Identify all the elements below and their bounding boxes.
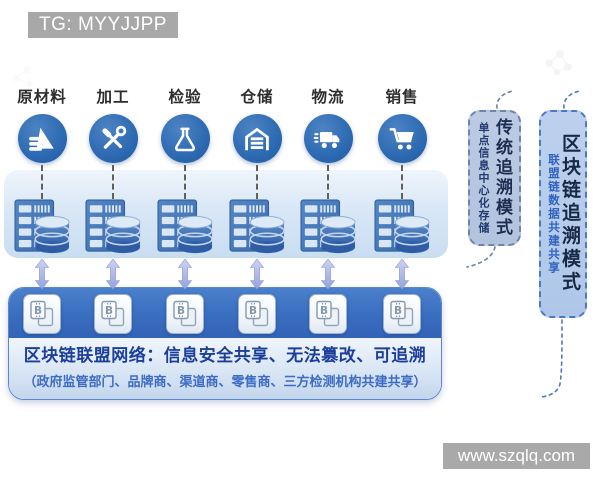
inspection-icon (174, 127, 196, 151)
stage-circle (160, 114, 210, 163)
double-arrow-icon (321, 259, 335, 289)
stage-column-warehouse: 仓储 (222, 88, 292, 334)
stage-column-logistics: 物流 (293, 88, 363, 334)
processing-icon (102, 125, 127, 149)
warehouse-icon (245, 127, 269, 150)
stage-circle (303, 114, 353, 163)
mode-blockchain-bar: 区块链追溯模式 联盟链数据共建共享 (539, 110, 587, 318)
double-arrow-icon (106, 259, 120, 289)
mode-traditional-description: 单点信息中心化存储 (477, 121, 489, 235)
stage-label: 加工 (96, 89, 130, 106)
stage-column-sales: 销售 (367, 88, 437, 334)
double-arrow-icon (35, 259, 49, 289)
stage-circle (17, 114, 67, 163)
dashed-connector (184, 165, 186, 199)
blockchain-block-icon (309, 294, 347, 334)
stage-label: 仓储 (240, 89, 274, 106)
server-database-icon (299, 199, 357, 255)
dashed-connector (41, 165, 43, 199)
server-database-icon (228, 199, 286, 255)
stage-circle (88, 114, 138, 163)
blockchain-block-icon (94, 294, 132, 334)
site-watermark: www.szqlq.com (443, 443, 590, 469)
blockchain-block-icon (238, 294, 276, 334)
stage-circle (232, 114, 282, 163)
double-arrow-icon (178, 259, 192, 289)
alliance-title: 区块链联盟网络：信息安全共享、无法篡改、可追溯 (23, 346, 427, 365)
stage-column-processing: 加工 (78, 88, 148, 334)
server-database-icon (84, 199, 142, 255)
alliance-band: 区块链联盟网络：信息安全共享、无法篡改、可追溯 （政府监管部门、品牌商、渠道商、… (8, 287, 442, 400)
dashed-connector (401, 165, 403, 199)
blockchain-block-icon (166, 294, 204, 334)
alliance-band-bottom: 区块链联盟网络：信息安全共享、无法篡改、可追溯 （政府监管部门、品牌商、渠道商、… (9, 338, 441, 399)
sales-icon (389, 127, 414, 149)
blockchain-block-icon (23, 294, 61, 334)
mode-blockchain-description: 联盟链数据共建共享 (547, 153, 559, 275)
double-arrow-icon (250, 259, 264, 289)
dashed-connector (256, 165, 258, 199)
server-database-icon (13, 199, 71, 255)
stage-circle (377, 114, 427, 163)
logistics-icon (313, 131, 340, 148)
mode-traditional-bar: 传统追溯模式 单点信息中心化存储 (468, 110, 521, 246)
server-database-icon (373, 199, 431, 255)
server-database-icon (156, 199, 214, 255)
mode-blockchain-name: 区块链追溯模式 (559, 133, 580, 295)
stage-column-raw-materials: 原材料 (7, 88, 77, 334)
raw-materials-icon (29, 127, 54, 151)
mode-traditional-name: 传统追溯模式 (493, 118, 512, 238)
double-arrow-icon (395, 259, 409, 289)
dashed-connector (327, 165, 329, 199)
alliance-subtitle: （政府监管部门、品牌商、渠道商、零售商、三方检测机构共建共享） (23, 374, 427, 389)
stage-label: 检验 (168, 89, 202, 106)
alliance-band-top (9, 288, 441, 338)
stage-column-inspection: 检验 (150, 88, 220, 334)
tg-banner: TG: MYYJJPP (28, 12, 178, 38)
dashed-connector (112, 165, 114, 199)
stage-label: 原材料 (17, 89, 67, 106)
stage-label: 销售 (385, 89, 419, 106)
server-band-background (4, 170, 448, 258)
stage-label: 物流 (311, 89, 345, 106)
blockchain-block-icon (383, 294, 421, 334)
